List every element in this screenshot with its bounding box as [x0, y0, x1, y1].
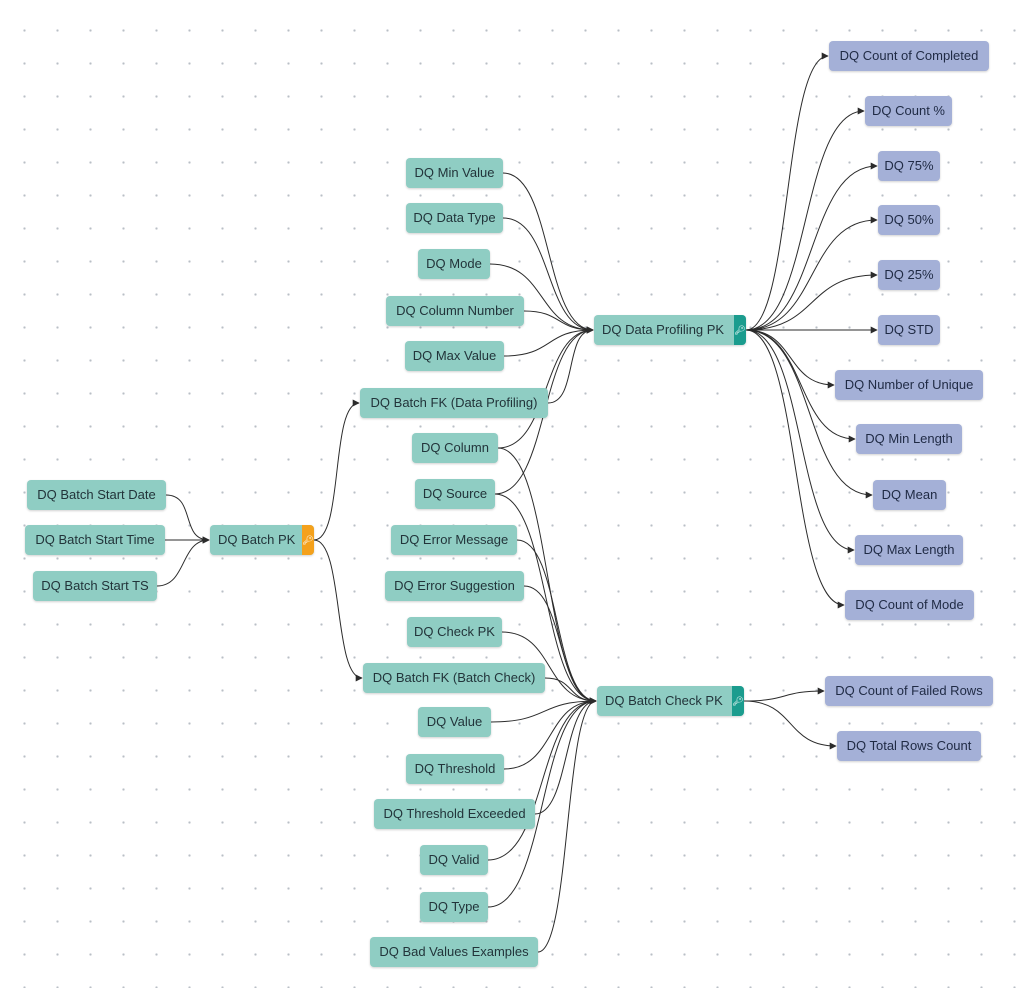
edge-batch-pk-to-fk-profiling: [313, 399, 360, 541]
edge-node-mode-to-profiling-pk: [489, 263, 594, 334]
node-check-pk[interactable]: DQ Check PK: [407, 617, 502, 647]
key-icon: 🔑︎: [732, 686, 744, 716]
edge-node-valid-to-check-pk: [487, 697, 597, 861]
edge-node-batch-start-date-to-batch-pk: [165, 494, 210, 544]
batch-pk-label: DQ Batch PK: [218, 532, 296, 547]
edge-node-batch-fk-batch-check-to-check-pk: [544, 677, 597, 705]
node-threshold-exceeded[interactable]: DQ Threshold Exceeded: [374, 799, 535, 829]
edge-profiling-pk-to-node-max-length: [745, 329, 855, 554]
edge-profiling-pk-to-node-count-pct: [745, 107, 865, 331]
edge-check-pk-to-node-count-of-failed-rows: [743, 687, 825, 702]
node-std[interactable]: DQ STD: [878, 315, 940, 345]
edge-node-source-to-check-pk: [494, 493, 597, 705]
node-batch-start-ts[interactable]: DQ Batch Start TS: [33, 571, 157, 601]
edge-profiling-pk-to-node-number-of-unique: [745, 329, 835, 389]
node-column[interactable]: DQ Column: [412, 433, 498, 463]
node-type[interactable]: DQ Type: [420, 892, 488, 922]
edge-node-min-value-to-profiling-pk: [502, 172, 594, 334]
node-50pct[interactable]: DQ 50%: [878, 205, 940, 235]
edge-node-threshold-exceeded-to-check-pk: [534, 697, 597, 815]
edge-profiling-pk-to-node-75pct: [745, 162, 878, 331]
node-error-message[interactable]: DQ Error Message: [391, 525, 517, 555]
node-batch-start-date[interactable]: DQ Batch Start Date: [27, 480, 166, 510]
node-count-of-failed-rows[interactable]: DQ Count of Failed Rows: [825, 676, 993, 706]
edge-check-pk-to-node-total-rows-count: [743, 700, 837, 750]
node-batch-start-time[interactable]: DQ Batch Start Time: [25, 525, 165, 555]
node-min-value[interactable]: DQ Min Value: [406, 158, 503, 188]
node-count-of-completed[interactable]: DQ Count of Completed: [829, 41, 989, 71]
edge-profiling-pk-to-node-50pct: [745, 216, 878, 331]
node-mode[interactable]: DQ Mode: [418, 249, 490, 279]
edge-profiling-pk-to-node-count-of-completed: [745, 52, 829, 331]
node-threshold[interactable]: DQ Threshold: [406, 754, 504, 784]
node-mean[interactable]: DQ Mean: [873, 480, 946, 510]
node-75pct[interactable]: DQ 75%: [878, 151, 940, 181]
node-total-rows-count[interactable]: DQ Total Rows Count: [837, 731, 981, 761]
edge-profiling-pk-to-node-min-length: [745, 329, 856, 443]
node-count-of-mode[interactable]: DQ Count of Mode: [845, 590, 974, 620]
edge-node-column-number-to-profiling-pk: [523, 310, 594, 334]
node-value[interactable]: DQ Value: [418, 707, 491, 737]
edge-node-threshold-to-check-pk: [503, 697, 597, 770]
node-column-number[interactable]: DQ Column Number: [386, 296, 524, 326]
edge-profiling-pk-to-node-count-of-mode: [745, 329, 845, 609]
node-batch-check-pk[interactable]: DQ Batch Check PK 🔑︎: [597, 686, 744, 716]
edge-node-batch-fk-data-profiling-to-profiling-pk: [547, 326, 594, 404]
edge-node-bad-values-examples-to-check-pk: [537, 697, 597, 953]
node-max-value[interactable]: DQ Max Value: [405, 341, 504, 371]
node-batch-pk[interactable]: DQ Batch PK 🔑︎: [210, 525, 314, 555]
edge-node-batch-start-ts-to-batch-pk: [156, 536, 210, 587]
edge-node-max-value-to-profiling-pk: [503, 326, 594, 357]
edge-node-error-suggestion-to-check-pk: [523, 585, 597, 705]
edge-node-value-to-check-pk: [490, 697, 597, 723]
node-bad-values-examples[interactable]: DQ Bad Values Examples: [370, 937, 538, 967]
node-batch-fk-data-profiling[interactable]: DQ Batch FK (Data Profiling): [360, 388, 548, 418]
edge-profiling-pk-to-node-25pct: [745, 271, 878, 331]
edge-node-type-to-check-pk: [487, 697, 597, 908]
batch-check-pk-label: DQ Batch Check PK: [605, 693, 723, 708]
edge-batch-pk-to-fk-check: [313, 539, 363, 682]
node-data-profiling-pk[interactable]: DQ Data Profiling PK 🔑︎: [594, 315, 746, 345]
node-25pct[interactable]: DQ 25%: [878, 260, 940, 290]
node-data-type[interactable]: DQ Data Type: [406, 203, 503, 233]
node-error-suggestion[interactable]: DQ Error Suggestion: [385, 571, 524, 601]
node-batch-fk-batch-check[interactable]: DQ Batch FK (Batch Check): [363, 663, 545, 693]
node-max-length[interactable]: DQ Max Length: [855, 535, 963, 565]
edge-node-check-pk-to-check-pk: [501, 631, 597, 705]
edge-node-data-type-to-profiling-pk: [502, 217, 594, 334]
node-min-length[interactable]: DQ Min Length: [856, 424, 962, 454]
data-profiling-pk-label: DQ Data Profiling PK: [602, 322, 725, 337]
node-count-pct[interactable]: DQ Count %: [865, 96, 952, 126]
node-source[interactable]: DQ Source: [415, 479, 495, 509]
node-valid[interactable]: DQ Valid: [420, 845, 488, 875]
key-icon: 🔑︎: [302, 525, 314, 555]
edge-node-error-message-to-check-pk: [516, 539, 597, 705]
edge-profiling-pk-to-node-mean: [745, 329, 873, 499]
node-number-of-unique[interactable]: DQ Number of Unique: [835, 370, 983, 400]
key-icon: 🔑︎: [734, 315, 746, 345]
